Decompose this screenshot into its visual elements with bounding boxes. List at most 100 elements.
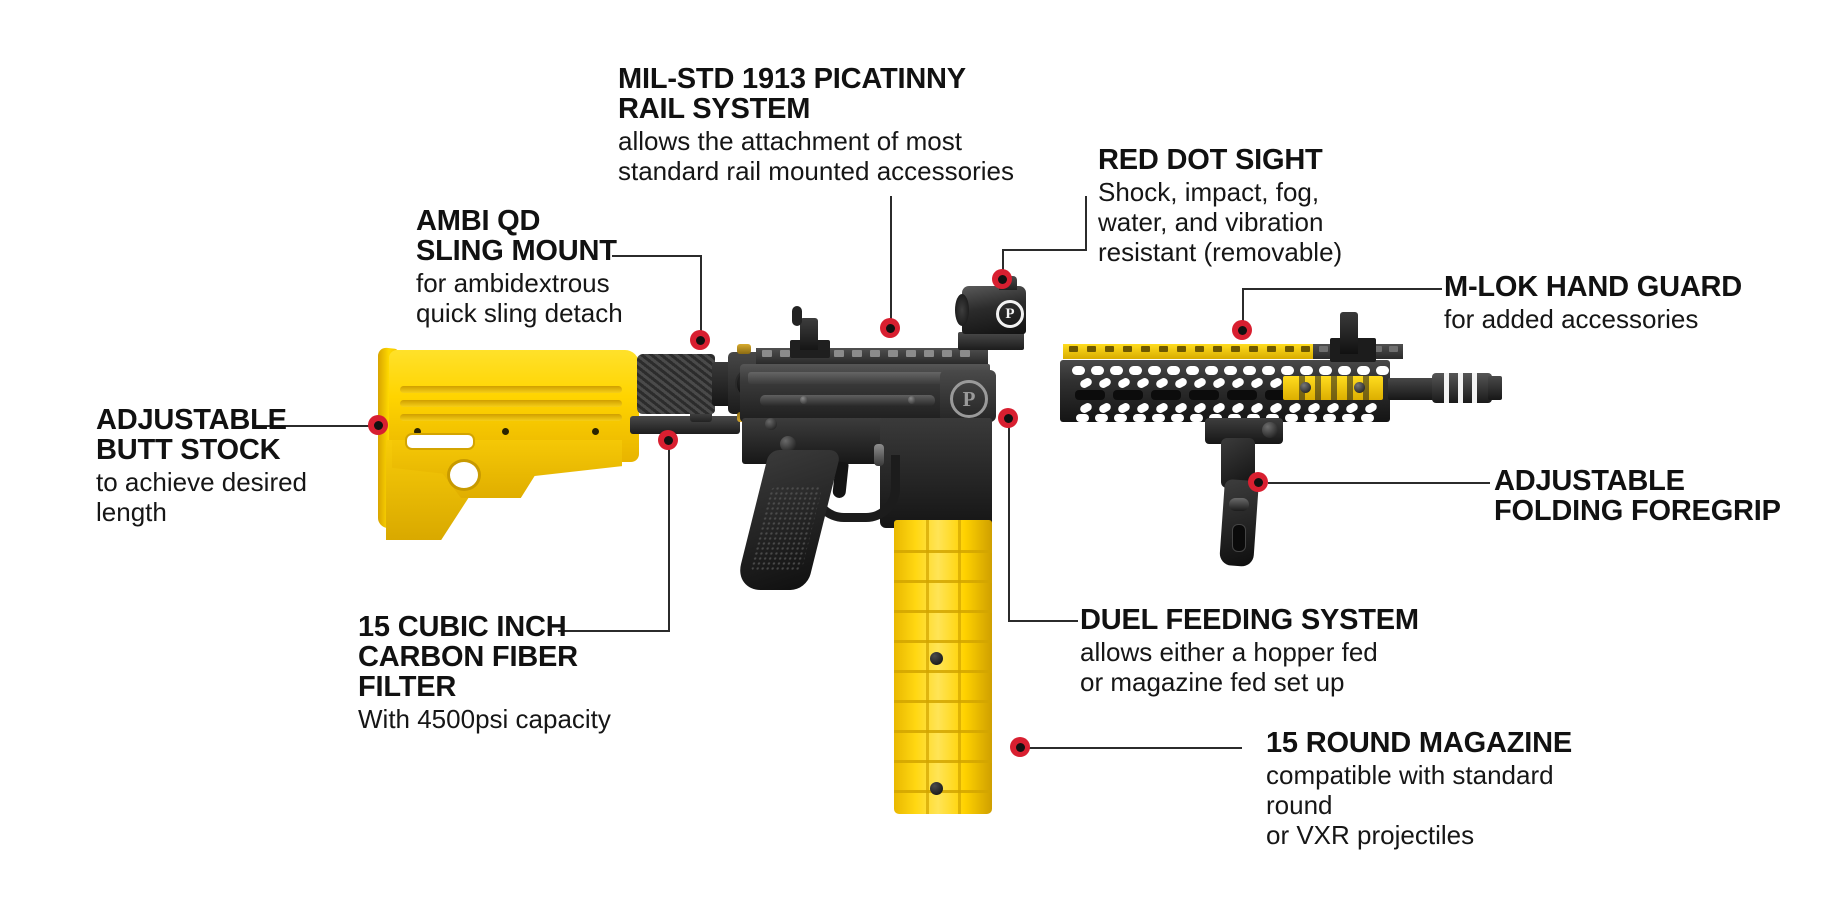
magazine-rib (894, 580, 992, 583)
leader-red-dot-h (1002, 249, 1087, 251)
callout-duel-feeding-system: DUEL FEEDING SYSTEM allows either a hopp… (1080, 605, 1420, 697)
brand-p-logo-icon: P (996, 300, 1024, 328)
stock-pin (502, 428, 509, 435)
rear-sight-ear (792, 306, 802, 326)
callout-dot-duel-feeding-system[interactable] (998, 408, 1018, 428)
m-lok-slot (1357, 366, 1370, 375)
callout-subtitle: compatible with standard round or VXR pr… (1266, 760, 1554, 850)
callout-dot-ambi-qd-sling-mount[interactable] (690, 330, 710, 350)
magazine-rib (894, 760, 992, 763)
foregrip-slot (1232, 524, 1246, 552)
callout-title: RED DOT SIGHT (1098, 144, 1323, 176)
leader-sling-v (700, 255, 702, 340)
m-lok-slot (1186, 366, 1199, 375)
m-lok-slot (1110, 366, 1123, 375)
leader-mlok-v (1242, 288, 1244, 330)
callout-title: M-LOK HAND GUARD (1444, 271, 1743, 303)
muzzle-device (1432, 373, 1492, 403)
rail-screw (1354, 382, 1365, 393)
leader-picatinny (890, 196, 892, 320)
callout-title: 15 CUBIC INCH CARBON FIBER FILTER (358, 611, 578, 703)
callout-subtitle: to achieve desired length (96, 467, 308, 527)
foregrip-lock-knob (1229, 498, 1249, 511)
regulator-fitting (737, 344, 751, 354)
m-lok-slot (1190, 414, 1203, 422)
callout-dot-adjustable-folding-foregrip[interactable] (1248, 472, 1268, 492)
m-lok-slot (1167, 366, 1180, 375)
callout-subtitle: With 4500psi capacity (358, 704, 611, 734)
magazine-rib (894, 700, 992, 703)
leader-foregrip (1268, 482, 1490, 484)
m-lok-slot (1072, 366, 1085, 375)
callout-dot-m-lok-hand-guard[interactable] (1232, 320, 1252, 340)
adjustable-folding-foregrip (1219, 478, 1259, 568)
magazine-rivet (930, 782, 943, 795)
leader-red-dot-v (1085, 196, 1087, 250)
magazine-release (874, 444, 884, 466)
leader-butt-stock (256, 425, 378, 427)
m-lok-recess (1075, 390, 1105, 400)
m-lok-slot (1281, 366, 1294, 375)
callout-dot-red-dot-sight[interactable] (992, 269, 1012, 289)
m-lok-slot (1129, 366, 1142, 375)
m-lok-recess (1265, 390, 1295, 400)
m-lok-slot (1304, 414, 1317, 422)
buffer-tube (630, 416, 740, 434)
leader-filter-h (558, 630, 670, 632)
muzzle-tip (1488, 376, 1502, 400)
magazine-rib (894, 550, 992, 553)
callout-dot-carbon-fiber-filter[interactable] (658, 430, 678, 450)
charging-handle (760, 395, 935, 406)
callout-title: 15 ROUND MAGAZINE (1266, 727, 1572, 759)
m-lok-slot (1095, 414, 1108, 422)
m-lok-slot (1243, 366, 1256, 375)
front-sight (1340, 312, 1358, 354)
m-lok-recess (1151, 390, 1181, 400)
m-lok-slot (1205, 366, 1218, 375)
callout-ambi-qd-sling-mount: AMBI QD SLING MOUNT for ambidextrous qui… (416, 206, 646, 328)
m-lok-slot (1361, 414, 1374, 422)
callout-title: ADJUSTABLE FOLDING FOREGRIP (1494, 465, 1781, 527)
leader-mlok-h (1242, 288, 1442, 290)
rail-screw (1300, 382, 1311, 393)
brand-p-logo-icon: P (950, 380, 988, 418)
m-lok-slot (1262, 366, 1275, 375)
magazine-rib (894, 640, 992, 643)
callout-subtitle: for ambidextrous quick sling detach (416, 268, 623, 328)
callout-red-dot-sight: RED DOT SIGHT Shock, impact, fog, water,… (1098, 145, 1398, 267)
m-lok-slot (1338, 366, 1351, 375)
callout-adjustable-butt-stock: ADJUSTABLE BUTT STOCK to achieve desired… (96, 405, 356, 527)
stock-vent-slot (400, 414, 622, 421)
m-lok-slot (1342, 414, 1355, 422)
callout-dot-adjustable-butt-stock[interactable] (368, 415, 388, 435)
15-round-magazine (894, 520, 992, 814)
magazine-rib (894, 730, 992, 733)
callout-subtitle: allows either a hopper fed or magazine f… (1080, 637, 1378, 697)
magazine-rib (894, 790, 992, 793)
m-lok-recess (1227, 390, 1257, 400)
magazine-rib (926, 520, 929, 814)
takedown-pin (765, 418, 777, 430)
m-lok-slot (1319, 366, 1332, 375)
m-lok-recess (1189, 390, 1219, 400)
stock-vent-slot (400, 386, 622, 393)
leader-duel-v (1008, 420, 1010, 622)
m-lok-accessory-rail-yellow (1283, 376, 1383, 400)
red-dot-lens (955, 294, 969, 326)
callout-title: MIL-STD 1913 PICATINNY RAIL SYSTEM (618, 63, 966, 125)
callout-dot-round-magazine[interactable] (1010, 737, 1030, 757)
safety-selector (780, 436, 796, 452)
callout-dot-picatinny-rail[interactable] (880, 318, 900, 338)
callout-picatinny-rail: MIL-STD 1913 PICATINNY RAIL SYSTEM allow… (618, 64, 1018, 186)
m-lok-slot (1114, 414, 1127, 422)
m-lok-slot (1224, 366, 1237, 375)
barrel (1388, 378, 1436, 400)
callout-subtitle: Shock, impact, fog, water, and vibration… (1098, 177, 1343, 267)
callout-m-lok-hand-guard: M-LOK HAND GUARD for added accessories (1444, 272, 1824, 334)
m-lok-slot (1091, 366, 1104, 375)
rear-sight (800, 318, 818, 350)
stock-adjust-hole (447, 459, 481, 491)
magazine-rib (894, 610, 992, 613)
upper-receiver-highlight (748, 372, 978, 384)
